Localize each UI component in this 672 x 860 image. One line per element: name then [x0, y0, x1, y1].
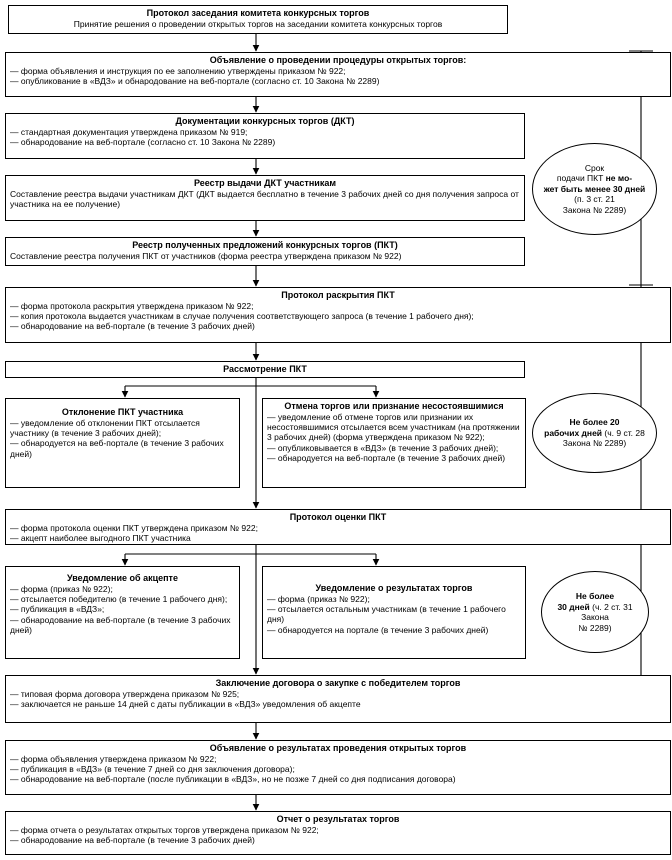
oval-line: Закона — [581, 612, 609, 622]
pkt-opening-protocol-line: — обнародование на веб-портале (в течени… — [10, 321, 255, 332]
results-notice-line: — отсылается остальным участникам (в теч… — [267, 604, 506, 625]
results-announcement-line: — форма объявления утверждена приказом №… — [10, 754, 217, 764]
oval-line: (ч. 9 ст. 28 — [602, 427, 645, 438]
results-announcement-box: Объявление о результатах проведения откр… — [5, 740, 671, 795]
oval-line: Срок — [584, 162, 605, 173]
pkt-opening-protocol-line: — копия протокола выдается участникам в … — [10, 311, 474, 322]
pkt-review-title: Рассмотрение ПКТ — [223, 364, 307, 374]
committee-protocol-text: Принятие решения о проведении открытых т… — [73, 19, 443, 29]
results-notice-box: Уведомление о результатах торгов — форма… — [262, 566, 526, 659]
results-notice-line: — обнародуется на портале (в течение 3 р… — [267, 624, 489, 635]
results-announcement-title: Объявление о результатах проведения откр… — [209, 743, 467, 753]
acceptance-notice-line: — форма (приказ № 922); — [10, 584, 113, 594]
oval-line-bold: Не более — [575, 591, 615, 601]
tender-report-line: — обнародование на веб-портале (в течени… — [10, 835, 255, 846]
contract-conclusion-title: Заключение договора о закупке с победите… — [215, 678, 461, 688]
pkt-evaluation-protocol-box: Протокол оценки ПКТ — форма протокола оц… — [5, 509, 671, 545]
oval-line-bold: рабочих дней — [544, 427, 603, 438]
pkt-received-register-title: Реестр полученных предложений конкурсных… — [132, 240, 398, 250]
tender-announcement-line: — форма объявления и инструкция по ее за… — [10, 66, 346, 76]
dkt-issue-register-text: Составление реестра выдачи участникам ДК… — [10, 189, 519, 210]
pkt-rejection-title: Отклонение ПКТ участника — [61, 407, 184, 417]
tender-cancellation-line: — обнародуется на веб-портале (в течение… — [267, 452, 506, 463]
tender-documentation-line: — стандартная документация утверждена пр… — [10, 127, 248, 137]
acceptance-notice-line: — отсылается победителю (в течение 1 раб… — [10, 594, 228, 605]
tender-documentation-box: Документации конкурсных торгов (ДКТ) — с… — [5, 113, 525, 159]
results-announcement-line: — публикация в «ВДЗ» (в течение 7 дней с… — [10, 764, 295, 775]
oval-line-bold: Не более 20 — [569, 417, 620, 428]
acceptance-notice-title: Уведомление об акцепте — [67, 573, 178, 583]
pkt-evaluation-protocol-line: — форма протокола оценки ПКТ утверждена … — [10, 523, 258, 533]
pkt-opening-protocol-title: Протокол раскрытия ПКТ — [281, 290, 395, 300]
oval-line: № 2289) — [578, 622, 612, 633]
acceptance-notice-line: — публикация в «ВДЗ»; — [10, 604, 105, 615]
tender-announcement-box: Объявление о проведении процедуры открыт… — [5, 52, 671, 97]
pkt-review-box: Рассмотрение ПКТ — [5, 361, 525, 378]
tender-cancellation-box: Отмена торгов или признание несостоявшим… — [262, 398, 526, 488]
pkt-rejection-line: — уведомление об отклонении ПКТ отсылает… — [10, 418, 200, 439]
oval-line-bold: не мо- — [605, 173, 633, 184]
contract-conclusion-line: — типовая форма договора утверждена прик… — [10, 689, 240, 699]
results-announcement-line: — обнародование на веб-портале (после пу… — [10, 774, 456, 785]
tender-documentation-title: Документации конкурсных торгов (ДКТ) — [175, 116, 355, 126]
dkt-issue-register-title: Реестр выдачи ДКТ участникам — [194, 178, 336, 188]
oval-line: (ч. 2 ст. 31 — [589, 601, 633, 612]
results-notice-line: — форма (приказ № 922); — [267, 594, 370, 604]
tender-announcement-line: — опубликование в «ВДЗ» и обнародование … — [10, 76, 380, 87]
oval-line-bold: жет быть менее 30 дней — [543, 183, 646, 194]
tender-cancellation-title: Отмена торгов или признание несостоявшим… — [284, 401, 504, 411]
committee-protocol-title: Протокол заседания комитета конкурсных т… — [146, 8, 370, 18]
acceptance-notice-box: Уведомление об акцепте — форма (приказ №… — [5, 566, 240, 659]
results-notice-title: Уведомление о результатах торгов — [315, 583, 473, 593]
tender-documentation-line: — обнародование на веб-портале (согласно… — [10, 137, 276, 148]
tender-report-title: Отчет о результатах торгов — [276, 814, 400, 824]
pkt-received-register-text: Составление реестра получения ПКТ от уча… — [10, 251, 402, 261]
pkt-opening-protocol-box: Протокол раскрытия ПКТ — форма протокола… — [5, 287, 671, 343]
tender-report-box: Отчет о результатах торгов — форма отчет… — [5, 811, 671, 855]
acceptance-notice-line: — обнародование на веб-портале (в течени… — [10, 614, 231, 635]
deadline-oval-submission: Срок подачи ПКТ не мо- жет быть менее 30… — [532, 143, 657, 235]
pkt-evaluation-protocol-line: — акцепт наиболее выгодного ПКТ участник… — [10, 533, 191, 544]
pkt-evaluation-protocol-title: Протокол оценки ПКТ — [289, 512, 387, 522]
tender-cancellation-line: — уведомление об отмене торгов или призн… — [267, 412, 520, 443]
tender-cancellation-line: — опубликовывается в «ВДЗ» (в течение 3 … — [267, 442, 499, 453]
contract-conclusion-line: — заключается не раньше 14 дней с даты п… — [10, 699, 361, 710]
oval-line-bold: 30 дней — [557, 601, 590, 612]
deadline-oval-review: Не более 20 рабочих дней (ч. 9 ст. 28 За… — [532, 393, 657, 473]
pkt-rejection-line: — обнародуется на веб-портале (в течение… — [10, 438, 224, 459]
tender-announcement-title: Объявление о проведении процедуры открыт… — [209, 55, 467, 65]
oval-line: Закона № 2289) — [562, 204, 627, 215]
tender-report-line: — форма отчета о результатах открытых то… — [10, 825, 319, 835]
oval-line: Закона № 2289) — [562, 438, 627, 449]
pkt-received-register-box: Реестр полученных предложений конкурсных… — [5, 237, 525, 266]
pkt-opening-protocol-line: — форма протокола раскрытия утверждена п… — [10, 301, 254, 311]
committee-protocol-box: Протокол заседания комитета конкурсных т… — [8, 5, 508, 34]
oval-line: (п. 3 ст. 21 — [574, 194, 615, 205]
oval-line: подачи ПКТ — [556, 173, 606, 184]
contract-conclusion-box: Заключение договора о закупке с победите… — [5, 675, 671, 723]
deadline-oval-contract: Не более 30 дней (ч. 2 ст. 31 Закона № 2… — [541, 571, 649, 653]
dkt-issue-register-box: Реестр выдачи ДКТ участникам Составление… — [5, 175, 525, 221]
pkt-rejection-box: Отклонение ПКТ участника — уведомление о… — [5, 398, 240, 488]
